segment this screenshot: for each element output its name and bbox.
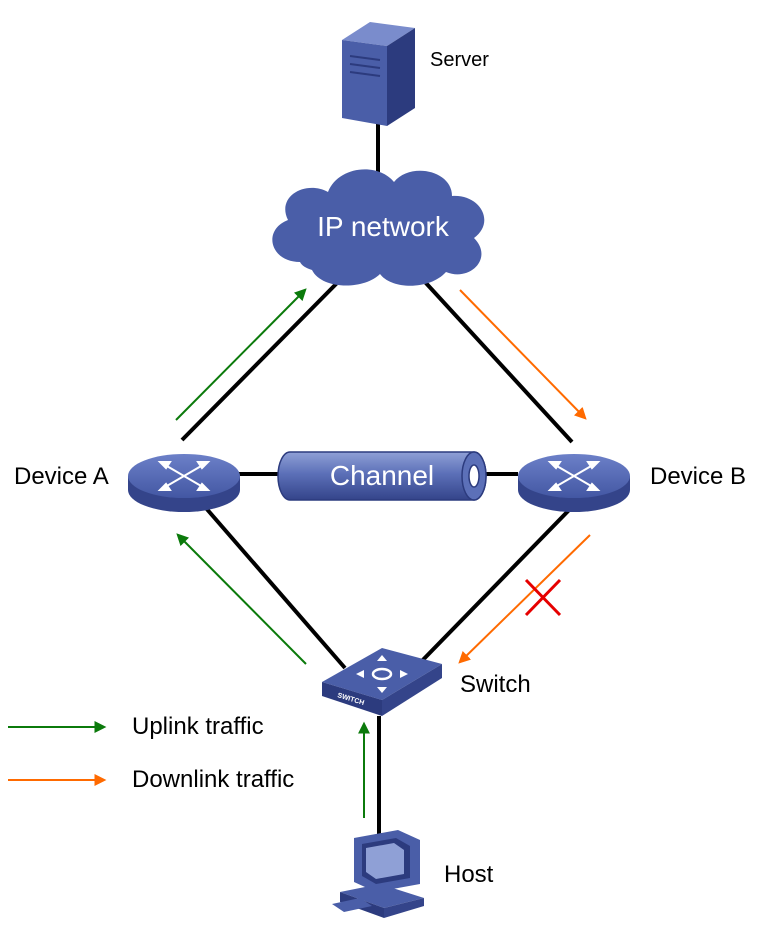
server-label: Server <box>430 49 489 71</box>
legend: Uplink traffic Downlink traffic <box>8 713 294 793</box>
cloud-label: IP network <box>317 211 450 242</box>
switch-icon <box>322 648 442 716</box>
blocked-x-icon <box>524 578 562 617</box>
link-device-b-switch <box>413 505 574 670</box>
cloud-icon <box>272 169 485 286</box>
traffic-arrows <box>175 288 591 818</box>
uplink-arrow-switch-to-device-a <box>176 533 307 665</box>
host-computer-icon <box>332 830 424 918</box>
channel-label: Channel <box>330 460 434 491</box>
downlink-arrow-cloud-to-device-b <box>459 289 587 420</box>
legend-downlink-label: Downlink traffic <box>132 766 294 793</box>
link-cloud-device-a <box>180 278 342 442</box>
switch-label: Switch <box>460 671 531 698</box>
uplink-arrow-device-a-to-cloud <box>175 288 307 421</box>
server-icon <box>342 22 415 126</box>
host-label: Host <box>444 861 494 888</box>
link-device-a-switch <box>203 505 347 670</box>
downlink-arrow-device-b-to-switch <box>458 534 591 664</box>
links <box>180 120 574 838</box>
link-cloud-device-b <box>423 280 574 444</box>
channel-cylinder-icon <box>277 451 487 501</box>
device-b-label: Device B <box>650 463 746 490</box>
device-b-router-icon <box>518 454 630 512</box>
legend-uplink-label: Uplink traffic <box>132 713 264 740</box>
device-a-label: Device A <box>14 463 109 490</box>
device-a-router-icon <box>128 454 240 512</box>
